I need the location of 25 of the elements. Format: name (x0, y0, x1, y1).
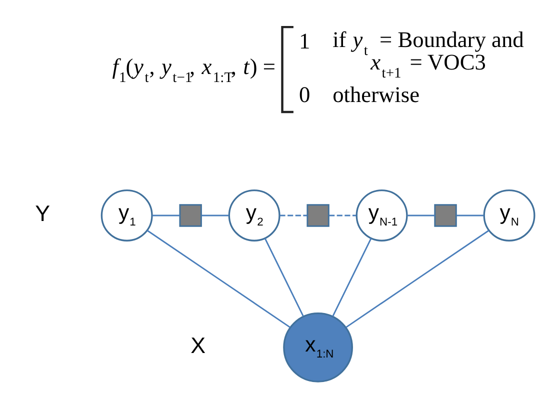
label: 1 (299, 28, 310, 53)
connector (456, 214, 484, 216)
node-box (434, 204, 457, 226)
node-circle: y$_{N-1}$ (356, 188, 408, 241)
connector (202, 214, 229, 216)
connector (332, 237, 372, 316)
connector (329, 214, 356, 216)
label: X (190, 332, 206, 358)
node-circle: y$_{1}$ (100, 188, 153, 241)
connector (264, 237, 304, 316)
connector (152, 214, 180, 216)
label: otherwise (332, 81, 420, 106)
connector (407, 214, 435, 216)
label: f$_{1}$(y$_{t}$, y$_{t−1}$, x$_{1:T}$, t) = (112, 54, 276, 86)
node-box (306, 204, 330, 226)
connector (280, 214, 308, 216)
node-circle: y$_{2}$ (228, 188, 280, 241)
node-circle: x$_{1:N}$ (283, 312, 353, 382)
node-box (179, 204, 202, 226)
connector (146, 229, 290, 328)
label: if y$_{t}$ = Boundary and x$_{t+1}$ = VOC3 (332, 26, 524, 82)
connector (346, 229, 490, 328)
node-circle: y$_{N}$ (483, 188, 536, 241)
label: Y (35, 200, 50, 226)
label: 0 (299, 81, 310, 106)
